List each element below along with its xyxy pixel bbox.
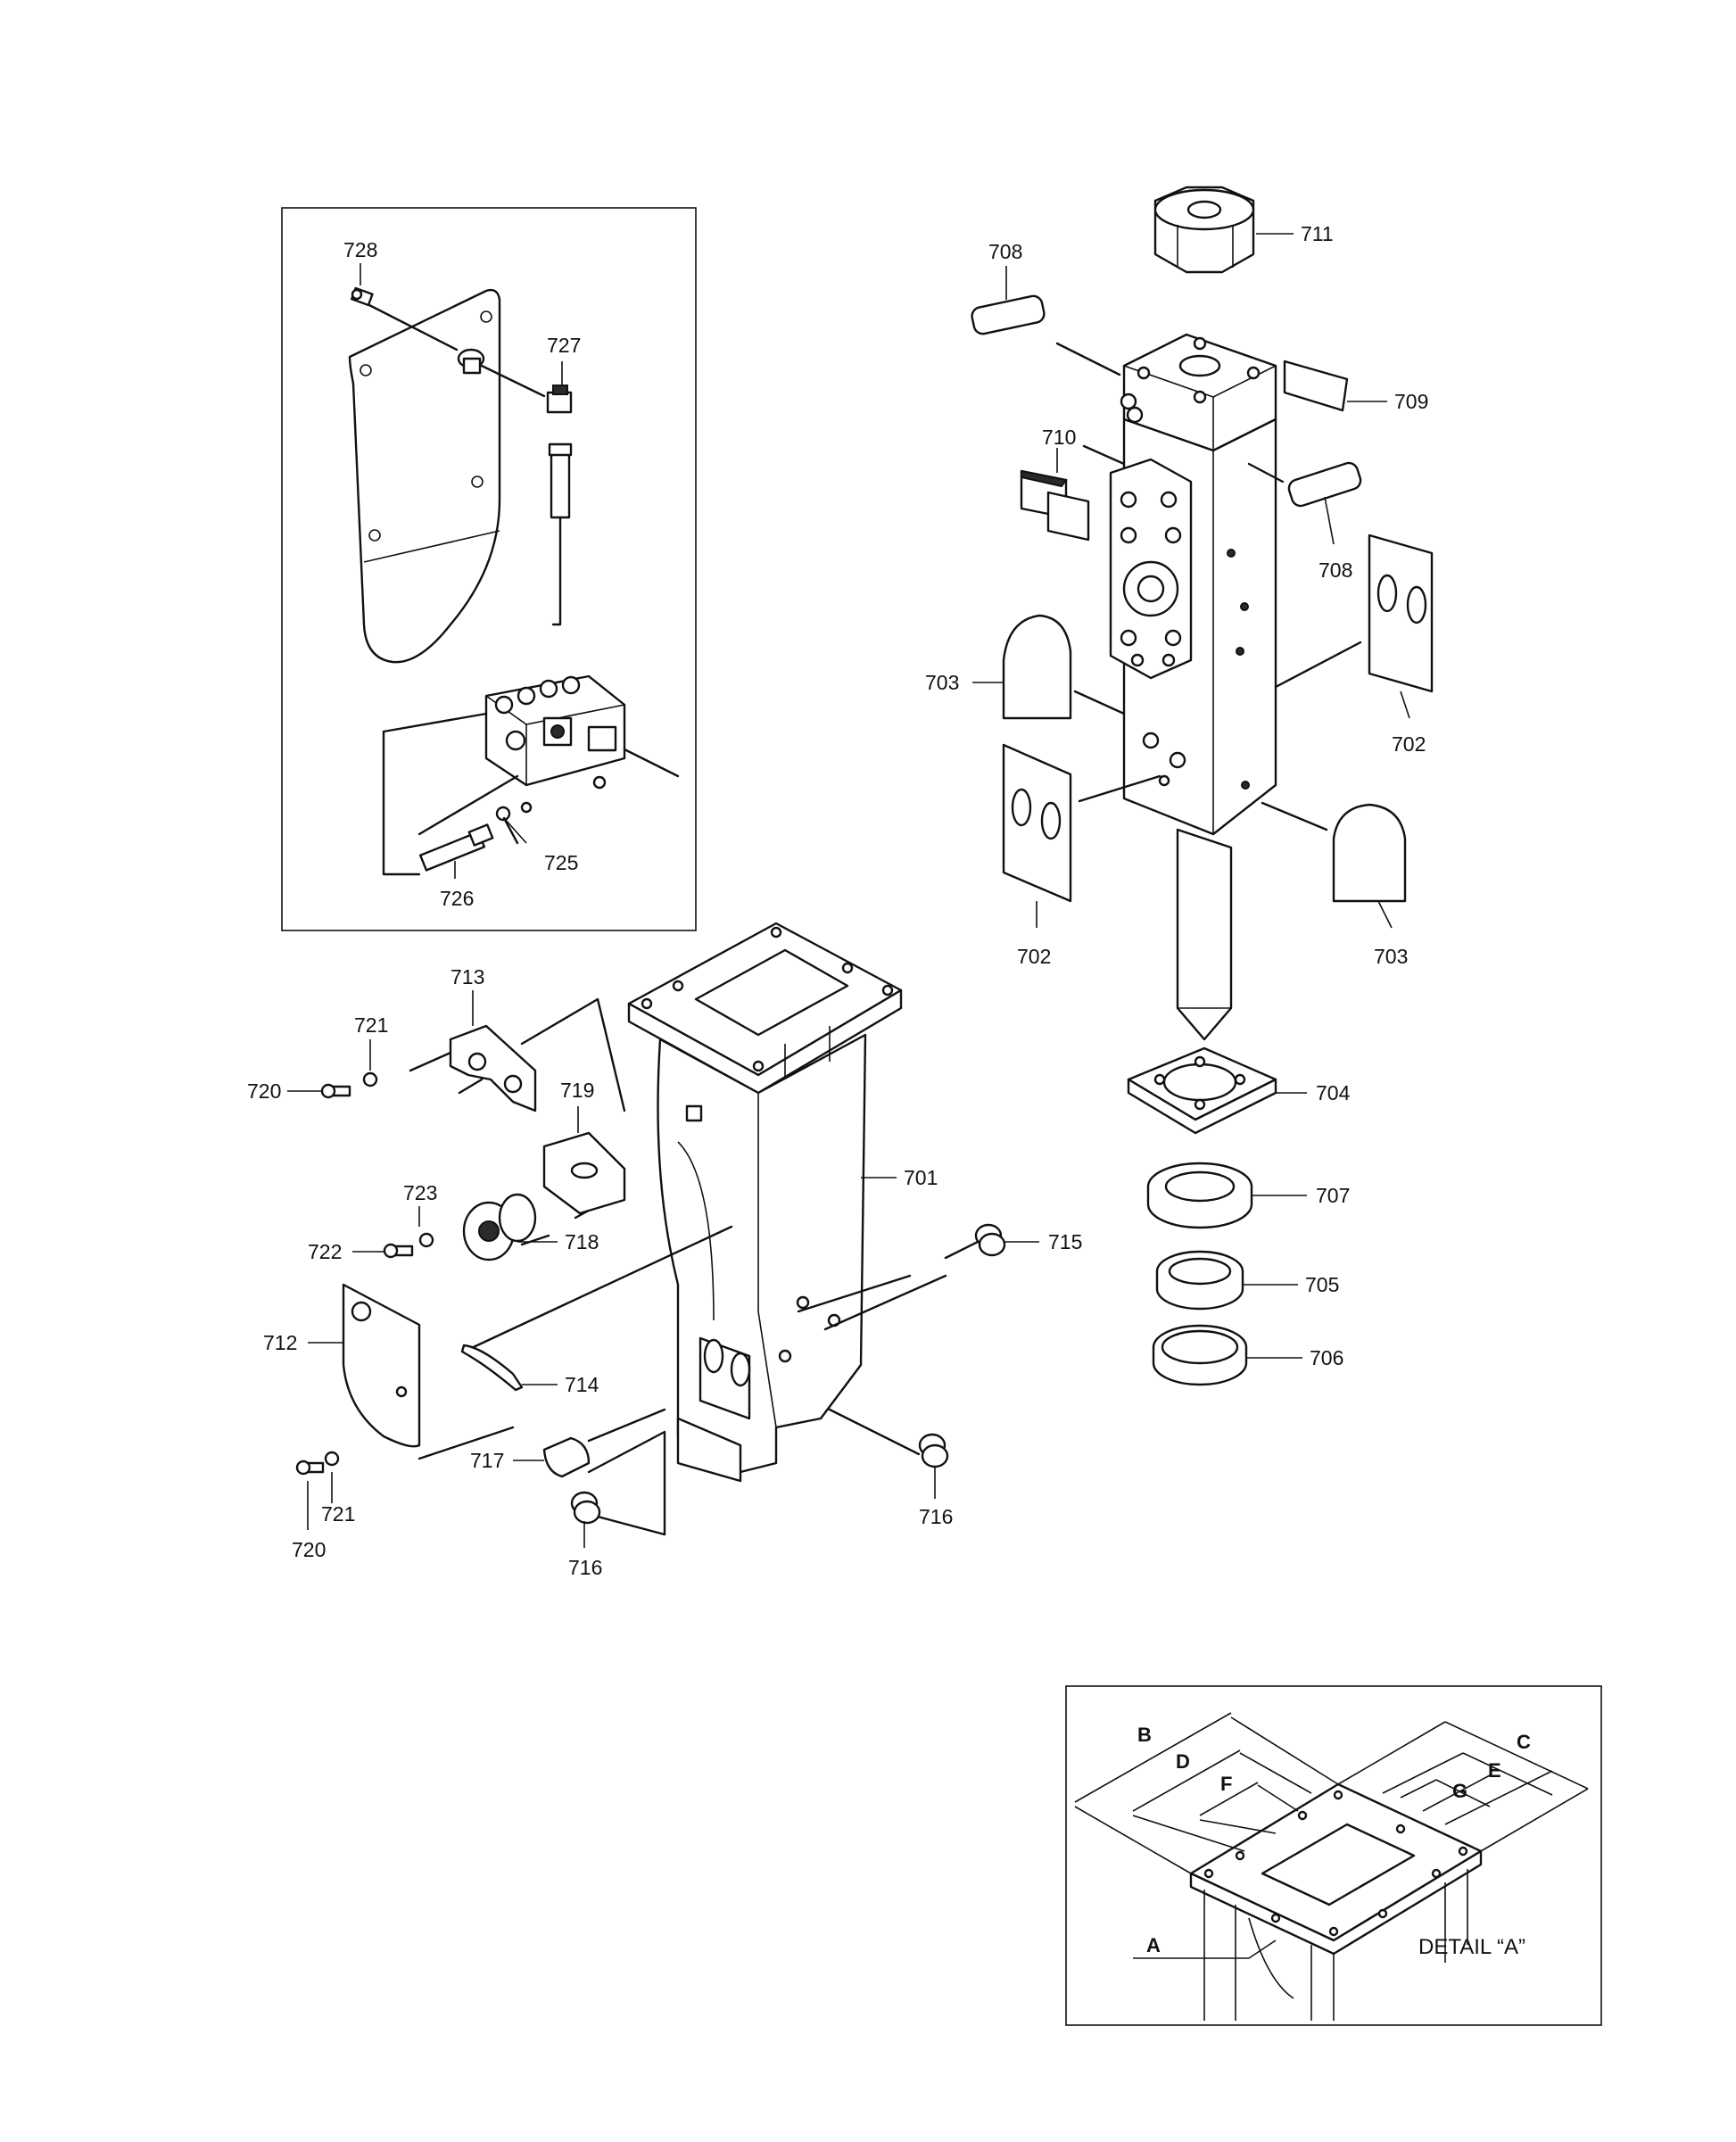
callout-720-bottom: 720 xyxy=(292,1538,326,1561)
dim-E: E xyxy=(1488,1759,1501,1782)
callout-714: 714 xyxy=(565,1373,599,1396)
dim-G: G xyxy=(1452,1780,1467,1802)
valve-spool-726 xyxy=(418,823,494,872)
callout-702-right: 702 xyxy=(1392,732,1426,756)
callout-704: 704 xyxy=(1316,1081,1351,1104)
callout-716-right: 716 xyxy=(919,1505,953,1528)
callout-leaders xyxy=(287,233,1410,1548)
wear-plate-702-right xyxy=(1368,533,1434,693)
callout-702-left: 702 xyxy=(1017,945,1051,968)
pin-714 xyxy=(460,1344,524,1392)
side-plate-703-right xyxy=(1332,803,1407,903)
callout-723: 723 xyxy=(403,1181,437,1204)
callout-712: 712 xyxy=(263,1331,297,1354)
callout-721-top: 721 xyxy=(354,1013,388,1037)
side-plate-703-left xyxy=(1002,614,1072,720)
callout-713: 713 xyxy=(451,965,484,988)
valve-718 xyxy=(462,1193,537,1261)
callout-717: 717 xyxy=(470,1449,504,1472)
bracket-housing xyxy=(627,922,903,1483)
block-710 xyxy=(1020,469,1090,542)
callout-703-left: 703 xyxy=(925,671,959,694)
damper-711 xyxy=(1153,186,1255,274)
cover-plate xyxy=(348,288,501,664)
detail-caption: DETAIL “A” xyxy=(1418,1935,1525,1959)
bush-704 xyxy=(1127,1046,1277,1135)
dim-D: D xyxy=(1176,1750,1190,1773)
callout-708-right: 708 xyxy=(1319,558,1352,582)
wear-plate-702-left xyxy=(1002,743,1072,903)
tube xyxy=(550,444,571,519)
dim-B: B xyxy=(1137,1724,1152,1746)
callout-709: 709 xyxy=(1394,390,1428,413)
ring-706 xyxy=(1152,1324,1248,1386)
callout-708-top: 708 xyxy=(988,240,1022,263)
callout-716-left: 716 xyxy=(568,1556,602,1579)
callout-728: 728 xyxy=(343,238,377,261)
pad-708-top xyxy=(971,294,1046,335)
dim-C: C xyxy=(1517,1731,1531,1753)
callout-722: 722 xyxy=(308,1240,342,1263)
plate-719 xyxy=(542,1131,626,1215)
chisel xyxy=(1176,828,1233,1041)
callout-703-right: 703 xyxy=(1374,945,1408,968)
callout-701: 701 xyxy=(904,1166,938,1189)
callout-707: 707 xyxy=(1316,1184,1350,1207)
inset-cover-assembly xyxy=(281,207,697,931)
plate-713 xyxy=(449,1024,537,1112)
callout-705: 705 xyxy=(1305,1273,1339,1296)
bushing-716-left xyxy=(570,1491,601,1525)
elbow-fitting-727 xyxy=(546,385,573,414)
dim-A: A xyxy=(1146,1934,1161,1956)
callout-726: 726 xyxy=(440,887,474,910)
plug-717 xyxy=(542,1436,591,1478)
callout-725: 725 xyxy=(544,851,578,874)
breaker-body xyxy=(971,186,1434,1386)
inset-frame xyxy=(281,207,697,931)
callout-710: 710 xyxy=(1042,426,1076,449)
callout-720-top: 720 xyxy=(247,1079,281,1103)
callout-706: 706 xyxy=(1310,1346,1343,1369)
callout-721-bottom: 721 xyxy=(321,1502,355,1526)
plate-709 xyxy=(1283,360,1349,412)
cover-712 xyxy=(342,1283,421,1448)
callout-labels: 711 708 709 710 708 703 702 702 703 704 … xyxy=(247,222,1428,1579)
callout-727: 727 xyxy=(547,334,581,357)
detail-a-panel: B D F C E G A DETAIL “A” xyxy=(1065,1685,1602,2026)
callout-719: 719 xyxy=(560,1079,594,1102)
ring-707 xyxy=(1146,1162,1253,1229)
grease-nipple-728 xyxy=(351,286,374,307)
bushing-716-right xyxy=(918,1433,949,1468)
pad-708-right xyxy=(1287,461,1362,508)
callout-718: 718 xyxy=(565,1230,599,1253)
bushing-715 xyxy=(974,1223,1006,1257)
ring-705 xyxy=(1155,1250,1244,1311)
callout-711: 711 xyxy=(1301,222,1334,245)
callout-715: 715 xyxy=(1048,1230,1082,1253)
dim-F: F xyxy=(1220,1773,1232,1795)
valve-block xyxy=(484,674,626,790)
detail-frame xyxy=(1065,1685,1602,2026)
